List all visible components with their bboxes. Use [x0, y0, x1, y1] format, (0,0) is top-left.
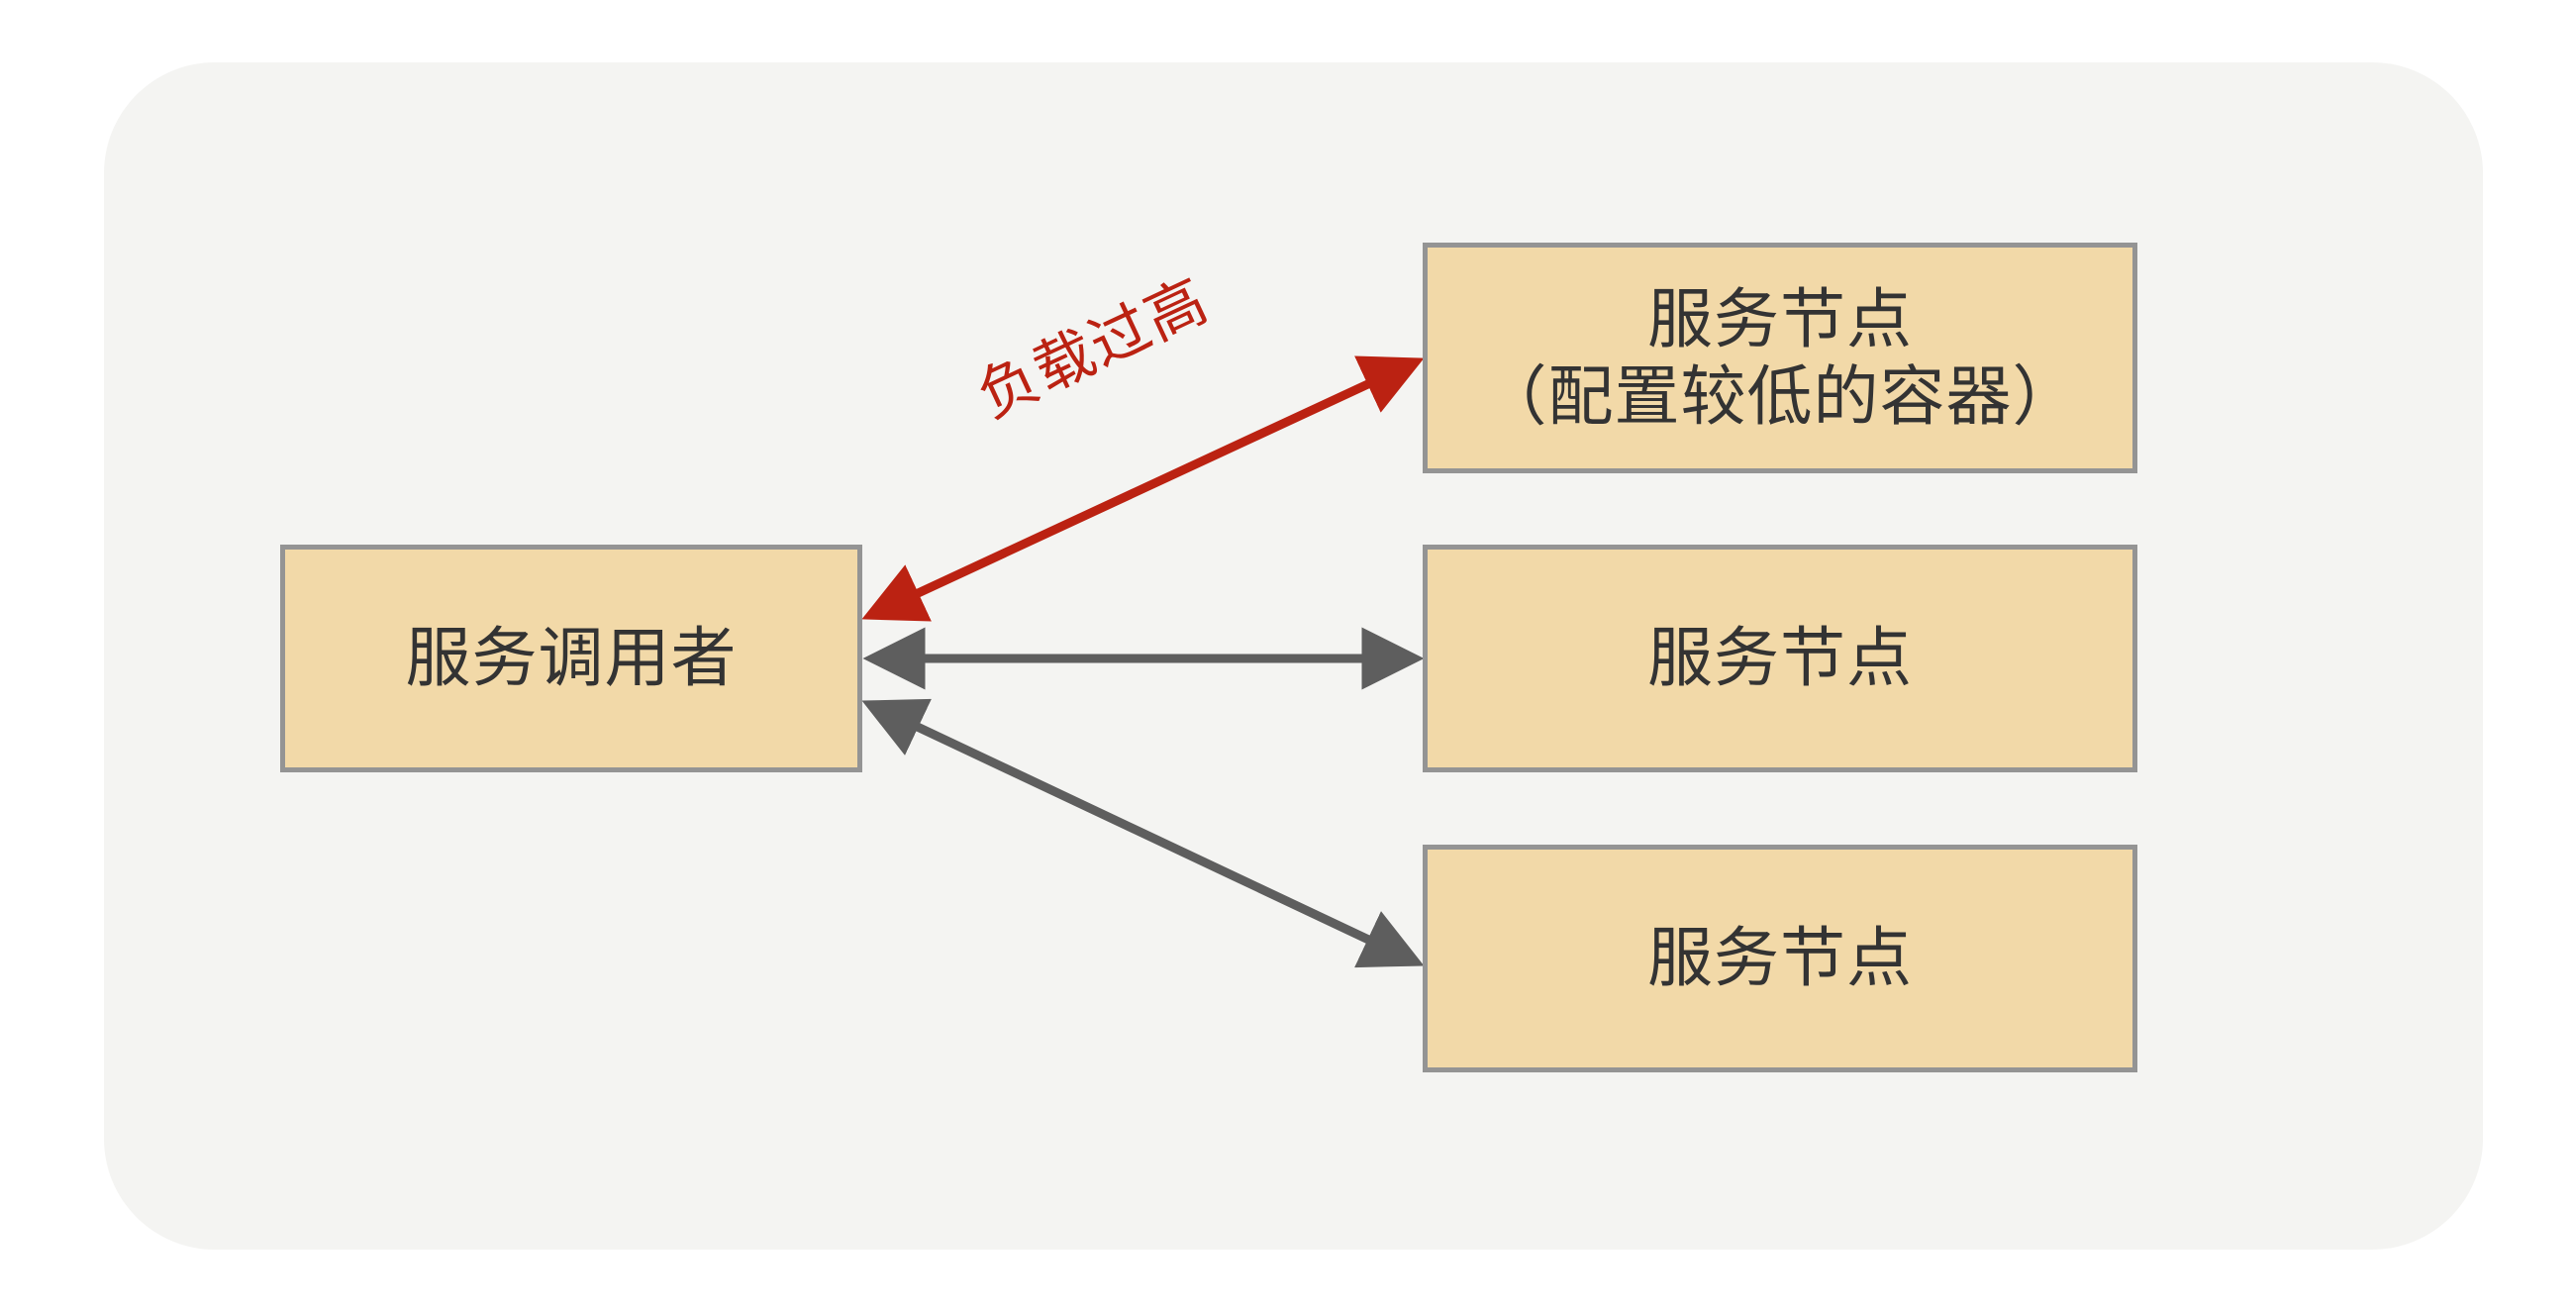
node-service-node-low-config[interactable]: 服务节点 （配置较低的容器） [1423, 243, 2137, 473]
node-service-caller-label: 服务调用者 [405, 621, 738, 695]
node-service-node-2[interactable]: 服务节点 [1423, 545, 2137, 772]
node-service-node-low-config-sublabel: （配置较低的容器） [1481, 358, 2079, 433]
node-service-node-3[interactable]: 服务节点 [1423, 845, 2137, 1072]
node-service-node-3-label: 服务节点 [1647, 921, 1913, 995]
node-service-node-2-label: 服务节点 [1647, 621, 1913, 695]
node-service-node-low-config-label: 服务节点 [1647, 281, 1913, 355]
node-service-caller[interactable]: 服务调用者 [280, 545, 862, 772]
